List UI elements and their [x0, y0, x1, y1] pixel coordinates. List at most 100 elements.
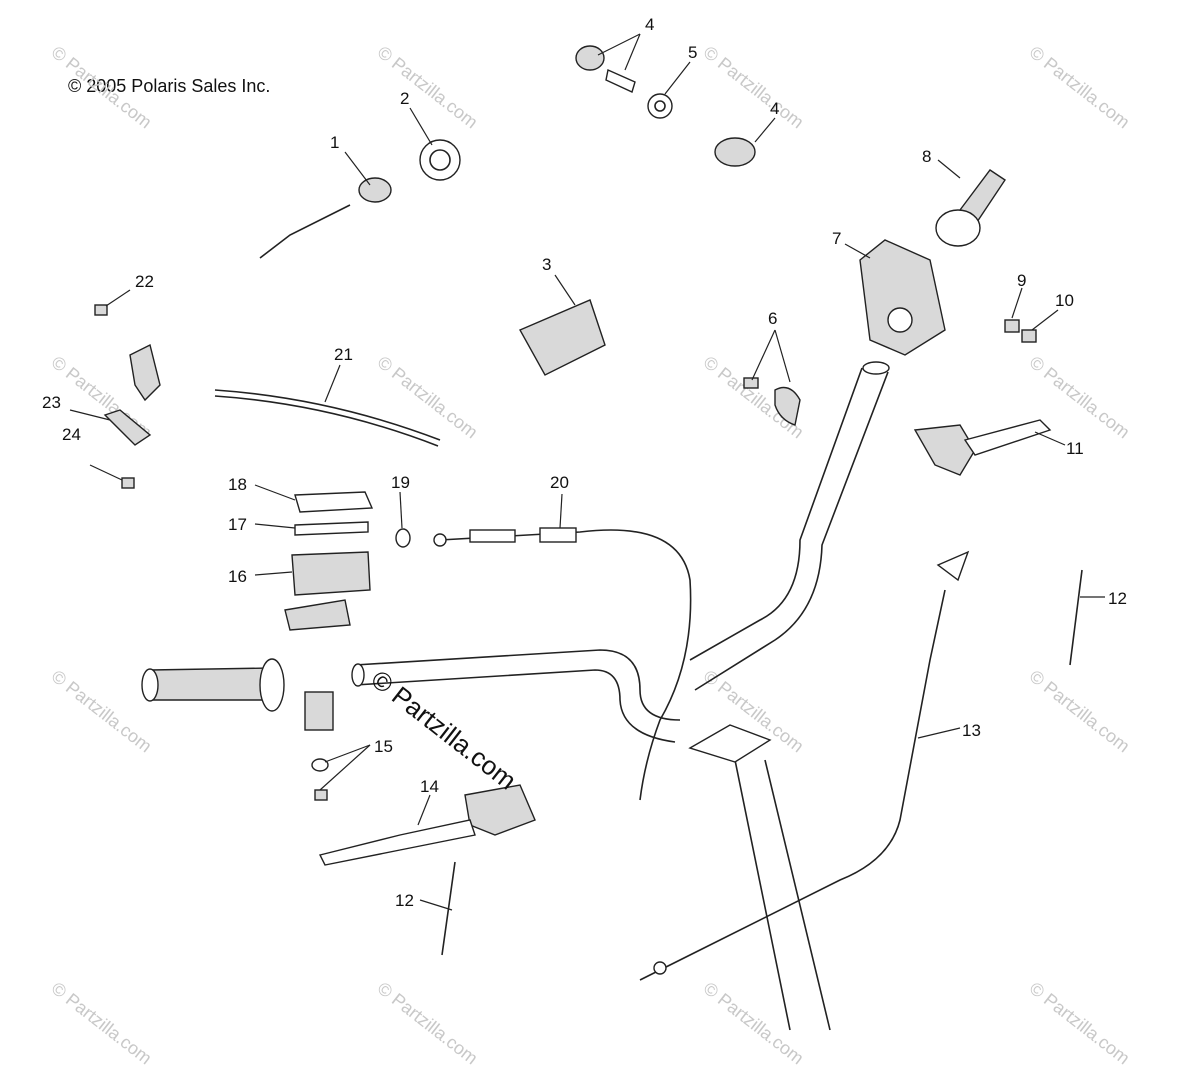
- callout-label: 12: [1108, 589, 1127, 608]
- leader-line: [324, 744, 371, 763]
- callout-label: 24: [62, 425, 81, 444]
- grip-left: [149, 667, 271, 701]
- callout-label: 15: [374, 737, 393, 756]
- callout-label: 13: [962, 721, 981, 740]
- brake-cable-end: [936, 550, 970, 582]
- washer: [654, 100, 666, 112]
- leader-line: [1011, 287, 1023, 319]
- leader-line: [419, 899, 453, 911]
- ignition-switch: [358, 177, 392, 203]
- throttle-cable-sleeve: [469, 529, 516, 543]
- reservoir: [291, 551, 371, 596]
- callout-label: 9: [1017, 271, 1026, 290]
- leader-line: [254, 484, 296, 501]
- handlebar-left: [354, 649, 681, 721]
- throttle-cable-fitting: [539, 527, 577, 543]
- cover: [294, 491, 374, 513]
- bracket: [304, 691, 334, 731]
- grip-left: [259, 658, 285, 712]
- callout-label: 19: [391, 473, 410, 492]
- pad: [519, 299, 606, 376]
- callout-label: 5: [688, 43, 697, 62]
- nut: [419, 139, 461, 181]
- leader-line: [89, 464, 123, 481]
- exploded-view-drawing: 1 2 3 4 4 5 6 7 8 9 10 11 12 12 13 14 15…: [42, 15, 1127, 1031]
- leader-line: [324, 364, 341, 403]
- handlebar-left: [354, 669, 676, 743]
- callout-label: 8: [922, 147, 931, 166]
- callout-label: 4: [645, 15, 654, 34]
- callout-label: 2: [400, 89, 409, 108]
- leader-line: [624, 33, 641, 71]
- brake-cable-end: [653, 961, 667, 975]
- leader-line: [105, 289, 131, 307]
- leader-line: [844, 243, 871, 259]
- key-switch: [575, 45, 605, 71]
- grip-left: [141, 668, 159, 702]
- gasket: [294, 521, 369, 536]
- key: [605, 69, 636, 93]
- leader-line: [254, 571, 293, 576]
- key-switch: [714, 137, 756, 167]
- brake-cable: [639, 589, 946, 981]
- leader-line: [554, 274, 576, 306]
- leader-line: [1031, 309, 1059, 331]
- leader-line: [774, 329, 791, 383]
- callout-label: 6: [768, 309, 777, 328]
- callout-label: 10: [1055, 291, 1074, 310]
- callout-label: 18: [228, 475, 247, 494]
- lever-bracket: [129, 343, 161, 402]
- callout-label: 3: [542, 255, 551, 274]
- leader-line: [319, 744, 371, 791]
- handlebar-end: [862, 361, 890, 375]
- brake-lever-left: [318, 819, 476, 866]
- leader-line: [344, 151, 371, 186]
- leader-line: [751, 329, 776, 381]
- fitting: [1004, 319, 1020, 333]
- leader-line: [399, 491, 403, 529]
- washer: [647, 93, 673, 119]
- brake-line: [214, 389, 441, 441]
- screw: [743, 377, 759, 389]
- leader-line: [917, 727, 961, 739]
- leader-line: [254, 523, 296, 529]
- callout-label: 16: [228, 567, 247, 586]
- screw: [314, 789, 328, 801]
- brake-lever-right: [913, 424, 976, 476]
- ignition-switch-wire: [259, 204, 351, 259]
- callout-label: 4: [770, 99, 779, 118]
- brake-lever-right: [963, 419, 1052, 456]
- reservoir-base: [284, 599, 351, 631]
- fitting: [1021, 329, 1037, 343]
- parts-diagram-canvas: © 2005 Polaris Sales Inc. © Partzilla.co…: [42, 15, 1134, 1068]
- leader-line: [1034, 431, 1066, 446]
- leader-line: [69, 409, 111, 421]
- nut: [429, 149, 451, 171]
- lever: [103, 409, 152, 446]
- screw: [121, 477, 135, 489]
- callout-label: 22: [135, 272, 154, 291]
- callout-label: 20: [550, 473, 569, 492]
- bolt: [1069, 569, 1083, 666]
- steering-post: [764, 759, 831, 1031]
- screw: [94, 304, 108, 316]
- leader-line: [754, 117, 776, 143]
- callout-label: 1: [330, 133, 339, 152]
- leader-line: [597, 33, 641, 56]
- throttle-cable-end: [433, 533, 447, 547]
- callout-label: 21: [334, 345, 353, 364]
- throttle-housing-bore: [887, 307, 913, 333]
- callout-label: 11: [1066, 439, 1084, 458]
- brake-line: [214, 395, 439, 447]
- leader-line: [937, 159, 961, 179]
- leader-line: [417, 794, 431, 826]
- grip-right: [935, 209, 981, 247]
- leader-line: [664, 61, 691, 95]
- callout-label: 14: [420, 777, 439, 796]
- throttle-cable: [439, 529, 692, 801]
- callout-label: 17: [228, 515, 247, 534]
- throttle-housing: [859, 239, 946, 356]
- clamp: [774, 386, 801, 426]
- plug: [395, 528, 411, 548]
- callout-label: 7: [832, 229, 841, 248]
